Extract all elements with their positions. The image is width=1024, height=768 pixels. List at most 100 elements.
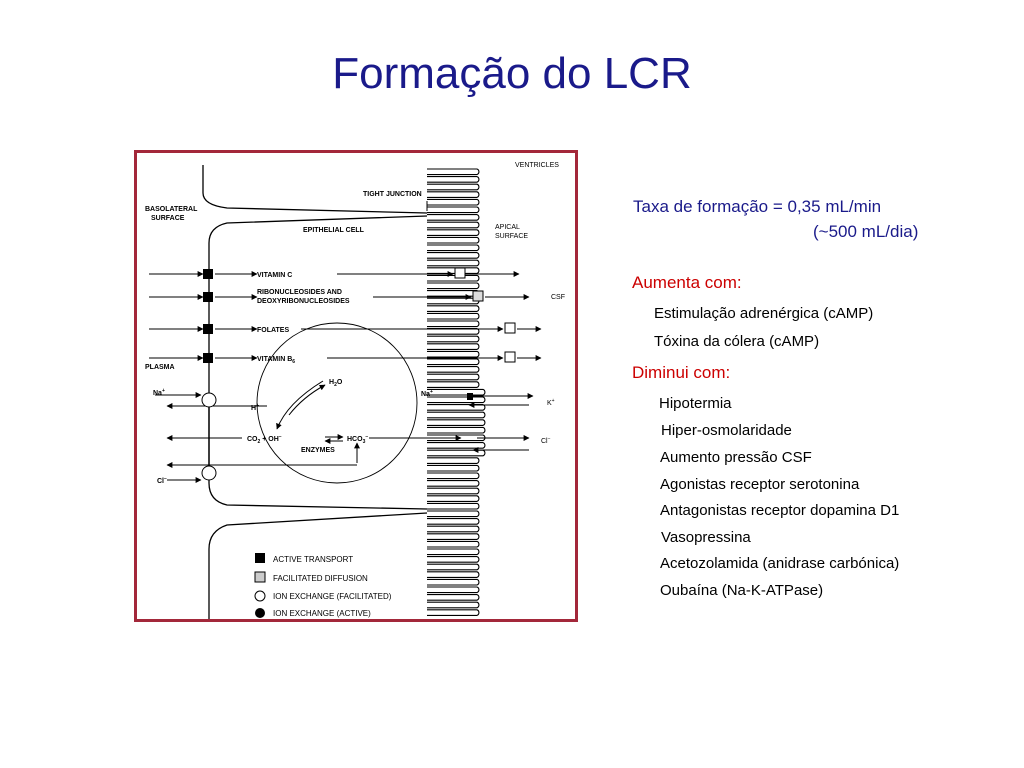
microvillus	[427, 214, 480, 221]
label-cl-right: Cl−	[541, 436, 551, 445]
microvillus	[427, 563, 480, 571]
legend-ion-exchange-active: ION EXCHANGE (ACTIVE)	[273, 609, 371, 618]
microvillus	[427, 259, 480, 267]
label-h2o: H2O	[329, 379, 343, 388]
microvillus	[427, 176, 480, 183]
label-folates: FOLATES	[257, 327, 289, 334]
microvillus	[427, 236, 480, 244]
increase-heading: Aumenta com:	[632, 273, 742, 292]
microvillus	[427, 282, 480, 290]
microvillus	[427, 609, 480, 616]
microvillus	[427, 571, 480, 578]
diagram-legend: ACTIVE TRANSPORT FACILITATED DIFFUSION I…	[254, 553, 392, 618]
microvillus	[427, 495, 480, 502]
microvillus	[427, 191, 480, 198]
microvillus	[427, 487, 480, 495]
microvillus	[427, 229, 480, 236]
microvillus	[427, 457, 480, 464]
slide-title: Formação do LCR	[332, 49, 692, 98]
label-hco3: HCO3−	[347, 434, 368, 445]
label-na-right: Na+	[421, 389, 433, 398]
microvillus	[427, 502, 480, 510]
label-co2-oh: CO2 + OH−	[247, 434, 282, 445]
microvillus	[427, 320, 480, 328]
label-plasma: PLASMA	[145, 364, 175, 371]
microvillus	[427, 601, 480, 609]
transport-arrows	[149, 271, 542, 483]
microvillus	[427, 297, 480, 305]
label-basolateral: BASOLATERAL	[145, 206, 198, 213]
microvillus	[427, 426, 486, 434]
decrease-item: Hipotermia	[659, 395, 732, 412]
decrease-item: Agonistas receptor serotonina	[660, 476, 860, 493]
decrease-item: Aumento pressão CSF	[660, 449, 812, 466]
decrease-heading: Diminui com:	[632, 363, 731, 382]
decrease-item: Hiper-osmolaridade	[661, 422, 792, 439]
increase-item: Tóxina da cólera (cAMP)	[654, 333, 820, 350]
transporter-markers	[201, 267, 516, 481]
microvillus	[427, 244, 480, 252]
label-cl-left: Cl−	[157, 476, 167, 485]
label-tight-junction: TIGHT JUNCTION	[363, 191, 422, 198]
microvillus	[427, 350, 480, 358]
microvillus	[427, 548, 480, 556]
microvillus	[427, 267, 480, 274]
increase-item: Estimulação adrenérgica (cAMP)	[654, 305, 874, 322]
diagram-labels: VENTRICLES BASOLATERAL SURFACE TIGHT JUN…	[145, 162, 565, 485]
legend-facilitated-diffusion: FACILITATED DIFFUSION	[273, 574, 368, 583]
microvillus	[427, 525, 480, 533]
microvillus	[427, 252, 480, 259]
microvillus	[427, 533, 480, 540]
microvillus	[427, 464, 480, 472]
microvillus	[427, 472, 480, 480]
label-enzymes: ENZYMES	[301, 447, 335, 454]
microvillus	[427, 449, 486, 457]
formation-rate-daily: (~500 mL/dia)	[813, 222, 919, 241]
decrease-item: Antagonistas receptor dopamina D1	[660, 502, 900, 519]
microvillus	[427, 312, 480, 320]
microvillus	[427, 274, 480, 282]
cytoplasm-circle	[256, 322, 418, 484]
microvillus	[427, 366, 480, 373]
microvillus	[427, 198, 480, 206]
microvillus	[427, 335, 480, 343]
label-basolateral-surface: SURFACE	[151, 215, 185, 222]
microvillus	[427, 290, 480, 297]
microvillus	[427, 373, 480, 381]
label-csf: CSF	[551, 294, 565, 301]
decrease-item: Vasopressina	[661, 529, 751, 546]
decrease-item: Acetozolamida (anidrase carbónica)	[660, 555, 900, 572]
choroid-plexus-diagram: VENTRICLES BASOLATERAL SURFACE TIGHT JUN…	[134, 150, 578, 622]
microvillus	[427, 183, 480, 191]
microvillus	[427, 396, 486, 404]
microvillus	[427, 442, 486, 449]
microvillus	[427, 419, 486, 426]
formation-rate: Taxa de formação = 0,35 mL/min	[633, 197, 882, 216]
microvillus	[427, 556, 480, 563]
label-epithelial-cell: EPITHELIAL CELL	[303, 227, 365, 234]
microvillus	[427, 480, 480, 487]
microvillus	[427, 358, 480, 366]
label-k-plus: K+	[547, 398, 555, 407]
microvillus	[427, 305, 480, 312]
label-ribonucleosides: RIBONUCLEOSIDES AND	[257, 289, 342, 296]
label-apical: APICAL	[495, 224, 520, 231]
microvillus	[427, 578, 480, 586]
microvillus	[427, 411, 486, 419]
microvillus	[427, 510, 480, 518]
label-deoxyribonucleosides: DEOXYRIBONUCLEOSIDES	[257, 298, 350, 305]
microvillus	[427, 594, 480, 601]
legend-active-transport: ACTIVE TRANSPORT	[273, 555, 353, 564]
legend-ion-exchange-facilitated: ION EXCHANGE (FACILITATED)	[273, 592, 392, 601]
label-na-left: Na+	[153, 388, 165, 397]
microvillus	[427, 206, 480, 214]
microvillus	[427, 221, 480, 229]
label-ventricles: VENTRICLES	[515, 162, 559, 169]
microvillus	[427, 168, 480, 176]
microvillus	[427, 381, 480, 388]
microvillus	[427, 586, 480, 594]
label-vitamin-b6: VITAMIN B6	[257, 356, 295, 365]
microvillus	[427, 388, 486, 396]
decrease-item: Oubaína (Na-K-ATPase)	[660, 582, 824, 599]
diagram-canvas: VENTRICLES BASOLATERAL SURFACE TIGHT JUN…	[145, 162, 565, 619]
